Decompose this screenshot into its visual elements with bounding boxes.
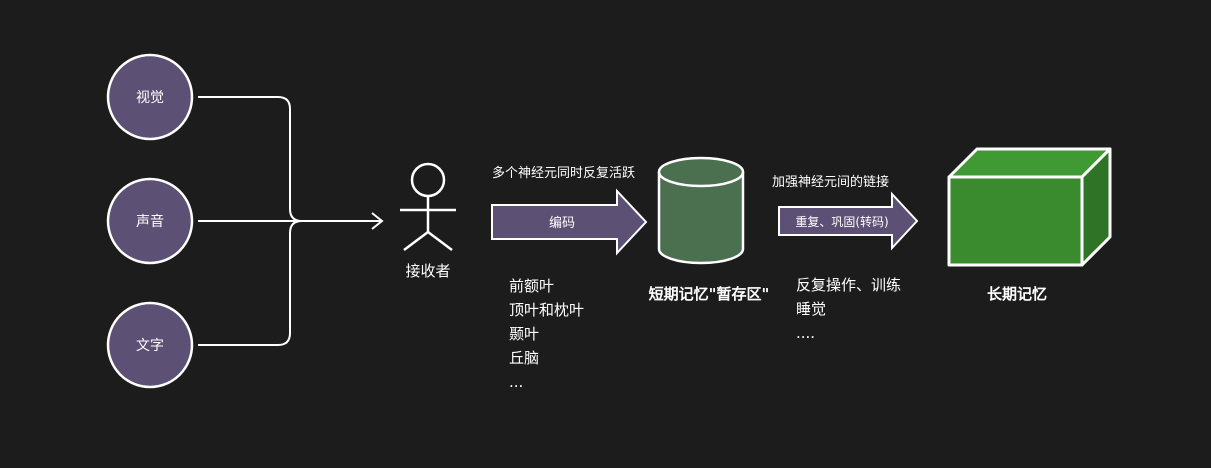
receiver-head	[410, 162, 446, 198]
input-sound: 声音	[106, 177, 194, 265]
encoding-region-list: 前额叶 顶叶和枕叶 颞叶 丘脑 ...	[509, 274, 584, 394]
encoding-caption: 多个神经元同时反复活跃	[492, 165, 635, 181]
input-text-label: 文字	[136, 338, 164, 354]
method-item: 反复操作、训练	[796, 276, 902, 294]
encoding-arrow-label: 编码	[549, 216, 575, 231]
cylinder-top	[657, 156, 745, 188]
cylinder-body	[657, 172, 745, 265]
long-term-label: 长期记忆	[987, 285, 1047, 303]
connector-text	[198, 220, 303, 346]
receiver-left-leg	[403, 231, 429, 251]
input-vision: 视觉	[106, 53, 194, 141]
region-item: 顶叶和枕叶	[509, 301, 585, 319]
consolidation-arrow-label: 重复、巩固(转码)	[795, 214, 888, 229]
connector-vision	[198, 96, 303, 222]
encoding-arrow: 编码	[491, 188, 648, 256]
cube-front-face	[947, 175, 1084, 267]
method-item: ....	[796, 324, 816, 342]
consolidation-caption: 加强神经元间的链接	[772, 174, 889, 190]
short-term-cylinder	[657, 156, 745, 265]
input-connectors	[198, 96, 384, 346]
input-sound-label: 声音	[136, 213, 164, 230]
input-sound-circle	[106, 177, 194, 265]
input-text: 文字	[106, 301, 194, 389]
encoding-arrow-shape	[491, 188, 648, 256]
consolidation-method-list: 反复操作、训练 睡觉 ....	[796, 273, 901, 345]
consolidation-arrow: 重复、巩固(转码)	[778, 191, 919, 251]
region-item: ...	[509, 373, 524, 391]
receiver-figure	[400, 162, 456, 251]
receiver-label: 接收者	[405, 262, 450, 280]
input-text-circle	[106, 301, 194, 389]
region-item: 丘脑	[509, 349, 540, 367]
connector-arrowhead	[371, 212, 384, 230]
method-item: 睡觉	[796, 300, 827, 318]
consolidation-arrow-shape	[778, 191, 919, 251]
input-vision-label: 视觉	[136, 90, 164, 106]
input-vision-circle	[106, 53, 194, 141]
receiver-right-leg	[427, 231, 453, 251]
region-item: 颞叶	[509, 325, 540, 343]
region-item: 前额叶	[509, 277, 555, 295]
short-term-label: 短期记忆"暂存区"	[649, 285, 770, 303]
long-term-cube	[947, 147, 1112, 267]
